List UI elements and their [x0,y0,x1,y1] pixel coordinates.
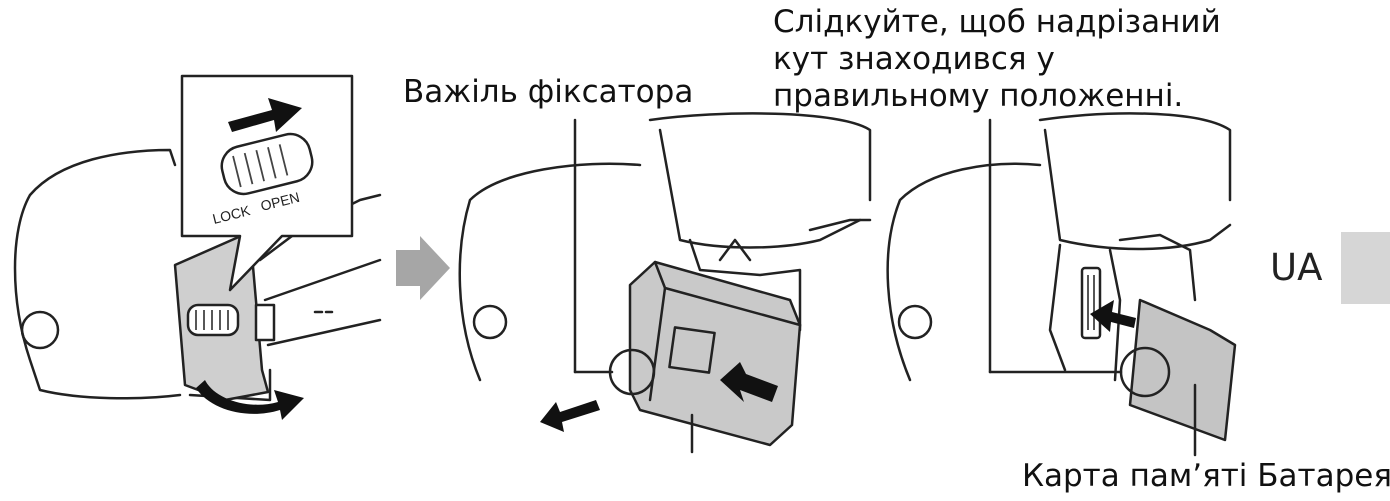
curved-arrow-icon [196,380,304,420]
lock-switch-callout: LOCK OPEN [180,74,354,292]
insert-arrow-icon [720,362,778,402]
camera-panel-3 [886,112,1232,382]
note-line-3: правильному положенні. [773,78,1184,114]
language-label: UA [1270,246,1323,289]
eject-arrow-icon [540,400,600,432]
note-line-2: кут знаходився у [773,41,1055,77]
slide-arrow-icon [228,98,302,132]
language-tab [1341,232,1390,304]
camera-panel-2 [458,112,872,382]
notch-orientation-note: Слідкуйте, щоб надрізаний кут знаходився… [773,4,1221,115]
latch-lever-label: Важіль фіксатора [403,74,694,110]
note-line-1: Слідкуйте, щоб надрізаний [773,4,1221,40]
step-arrow-icon [396,236,450,300]
battery [628,260,802,447]
bottom-caption: Карта пам’яті Батарея [1022,458,1390,494]
memory-card [1128,298,1237,442]
card-insert-arrow-icon [1090,300,1136,332]
